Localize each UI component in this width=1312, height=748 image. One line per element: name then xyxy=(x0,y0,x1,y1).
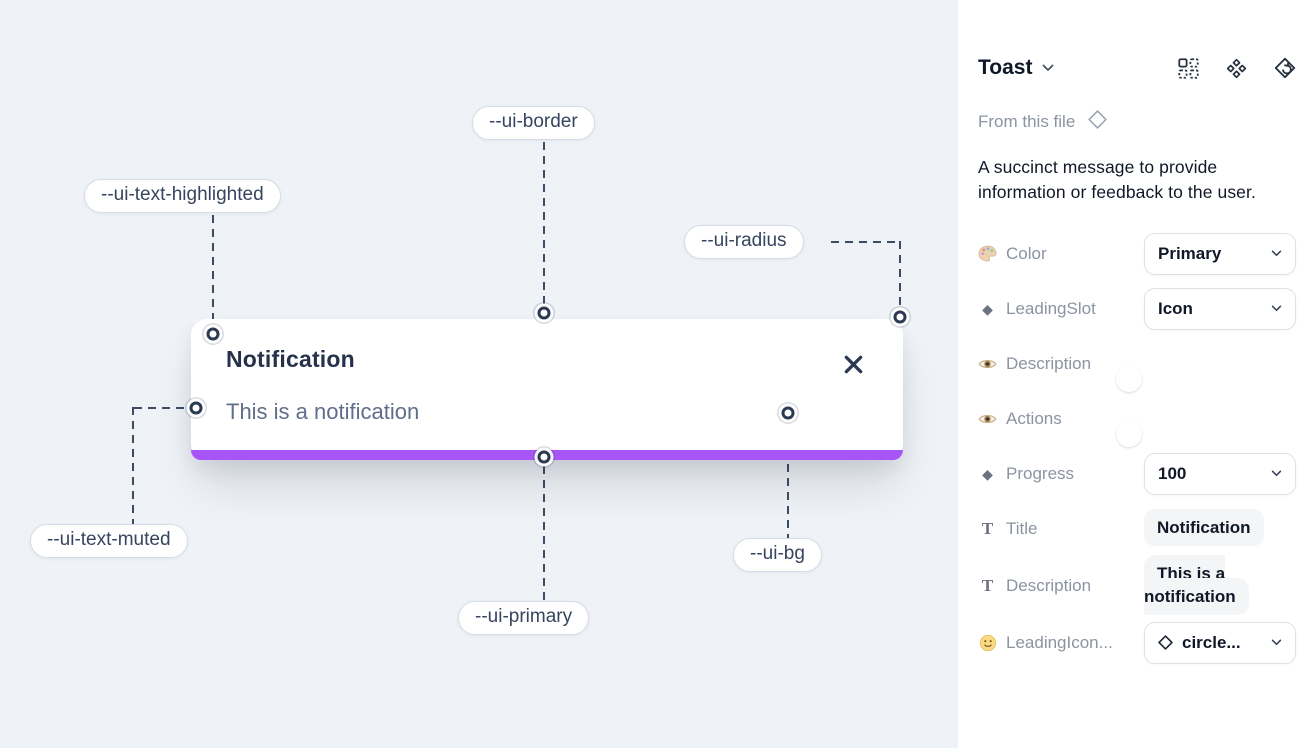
prop-label-actions: Actions xyxy=(1006,408,1062,428)
annotation-pill-text-muted[interactable]: --ui-text-muted xyxy=(30,524,188,558)
leadingicon-select[interactable]: circle... xyxy=(1144,621,1296,664)
prop-row-description-toggle: Description xyxy=(978,343,1296,392)
annotation-line-radius-h xyxy=(831,241,901,243)
prop-label-leadingicon: LeadingIcon... xyxy=(1006,632,1113,652)
annotation-pill-border[interactable]: --ui-border xyxy=(472,106,595,140)
prop-label-progress: Progress xyxy=(1006,463,1075,483)
property-list: Color Primary ◆ LeadingSlot Icon xyxy=(978,232,1296,664)
description-text-field[interactable]: This is a notification xyxy=(1144,554,1249,615)
annotation-line-primary xyxy=(543,466,545,601)
annotation-line-border xyxy=(543,142,545,306)
prop-row-progress: ◆ Progress 100 xyxy=(978,452,1296,495)
component-title: Toast xyxy=(978,56,1033,79)
variants-grid-icon[interactable] xyxy=(1178,57,1199,79)
text-icon: T xyxy=(981,575,994,595)
annotation-line-bg xyxy=(787,422,789,538)
toast-description: This is a notification xyxy=(226,399,420,424)
connector-radius[interactable] xyxy=(893,310,907,324)
annotation-pill-primary[interactable]: --ui-primary xyxy=(458,601,590,635)
annotation-line-text-muted-h xyxy=(134,407,187,409)
prop-row-leadingicon: LeadingIcon... circle... xyxy=(978,621,1296,664)
from-this-file-label: From this file xyxy=(978,112,1076,131)
prop-label-description: Description xyxy=(1006,353,1092,373)
text-icon: T xyxy=(981,518,994,538)
source-row: From this file xyxy=(978,109,1296,135)
prop-row-leadingslot: ◆ LeadingSlot Icon xyxy=(978,287,1296,330)
connector-text-muted[interactable] xyxy=(189,401,203,415)
diamond-icon: ◆ xyxy=(982,300,993,317)
toast-card[interactable]: Notification This is a notification xyxy=(191,319,903,460)
progress-select-value: 100 xyxy=(1158,463,1187,483)
panel-header: Toast xyxy=(978,56,1296,80)
connector-border[interactable] xyxy=(537,306,551,320)
annotation-pill-bg[interactable]: --ui-bg xyxy=(733,538,822,572)
progress-select[interactable]: 100 xyxy=(1144,452,1296,495)
connector-bg[interactable] xyxy=(781,406,795,420)
chevron-down-icon xyxy=(1271,305,1282,312)
prop-label-title: Title xyxy=(1006,518,1038,538)
prop-row-title: T Title Notification xyxy=(978,508,1296,550)
leadingslot-select[interactable]: Icon xyxy=(1144,287,1296,330)
toggle-knob xyxy=(1116,365,1142,392)
leadingicon-select-value: circle... xyxy=(1182,632,1241,652)
color-select[interactable]: Primary xyxy=(1144,232,1296,275)
annotation-pill-radius[interactable]: --ui-radius xyxy=(684,225,804,259)
canvas[interactable]: Notification This is a notification --ui… xyxy=(0,0,958,748)
annotation-line-text-muted-v xyxy=(132,407,134,524)
title-text-field[interactable]: Notification xyxy=(1144,509,1264,547)
diamond-icon: ◆ xyxy=(982,465,993,482)
palette-icon xyxy=(978,245,997,262)
components-icon[interactable] xyxy=(1226,58,1247,79)
eye-icon xyxy=(978,357,997,371)
chevron-down-icon xyxy=(1271,250,1282,257)
smiley-icon xyxy=(978,634,997,652)
header-icons xyxy=(1178,57,1296,79)
prop-row-description-text: T Description This is a notification xyxy=(978,554,1296,615)
prop-label-leadingslot: LeadingSlot xyxy=(1006,298,1096,318)
chevron-down-icon[interactable] xyxy=(1042,64,1054,72)
annotation-line-text-highlighted xyxy=(212,215,214,326)
toast-title: Notification xyxy=(226,346,355,372)
detach-instance-icon[interactable] xyxy=(1274,57,1296,79)
diamond-outline-icon xyxy=(1158,635,1173,650)
prop-row-actions-toggle: Actions xyxy=(978,398,1296,447)
eye-icon xyxy=(978,412,997,426)
component-description: A succinct message to provide informatio… xyxy=(978,157,1256,203)
diamond-outline-icon xyxy=(1087,109,1108,135)
prop-label-color: Color xyxy=(1006,243,1047,263)
connector-primary[interactable] xyxy=(537,450,551,464)
chevron-down-icon xyxy=(1271,639,1282,646)
chevron-down-icon xyxy=(1271,470,1282,477)
leadingslot-select-value: Icon xyxy=(1158,298,1193,318)
close-icon[interactable] xyxy=(842,353,865,376)
toggle-knob xyxy=(1116,420,1142,447)
prop-label-description-text: Description xyxy=(1006,575,1092,595)
color-select-value: Primary xyxy=(1158,243,1222,263)
connector-text-highlighted[interactable] xyxy=(206,327,220,341)
annotation-pill-text-highlighted[interactable]: --ui-text-highlighted xyxy=(84,179,281,213)
inspector-panel: Toast xyxy=(958,0,1312,748)
annotation-line-radius-v xyxy=(899,241,901,308)
prop-row-color: Color Primary xyxy=(978,232,1296,275)
